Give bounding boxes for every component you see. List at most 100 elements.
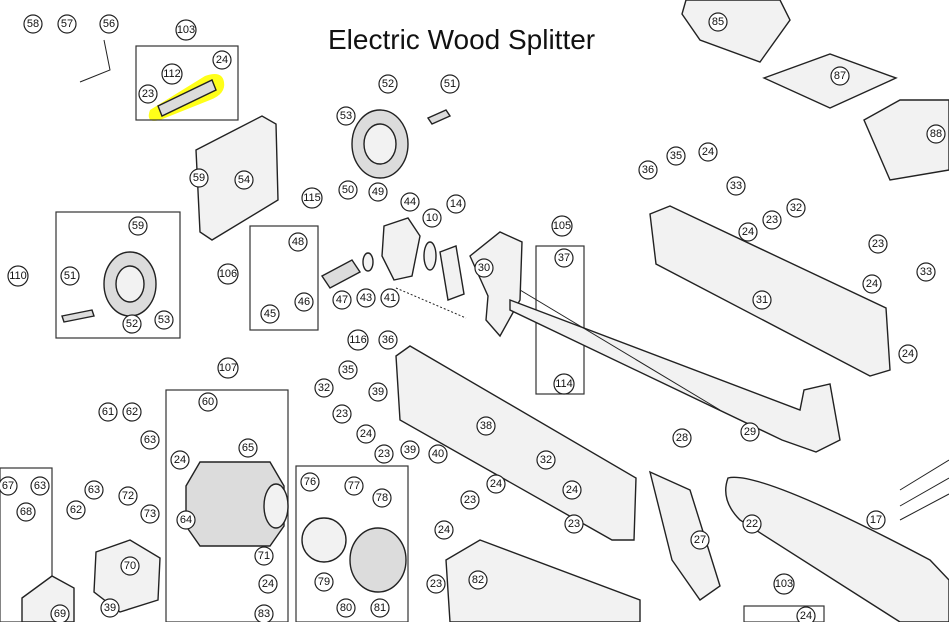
callout-23: 23 — [564, 514, 584, 534]
svg-text:39: 39 — [404, 444, 416, 456]
callout-70: 70 — [120, 556, 140, 576]
callout-32: 32 — [786, 198, 806, 218]
part-47-shape — [320, 259, 362, 289]
callout-39: 39 — [400, 440, 420, 460]
svg-text:62: 62 — [70, 504, 82, 516]
svg-text:106: 106 — [219, 268, 237, 280]
callout-38: 38 — [476, 416, 496, 436]
callout-85: 85 — [708, 12, 728, 32]
svg-text:52: 52 — [382, 78, 394, 90]
svg-text:105: 105 — [553, 220, 571, 232]
callout-110: 110 — [7, 265, 29, 287]
diagram-title: Electric Wood Splitter — [328, 24, 596, 55]
callout-47: 47 — [332, 290, 352, 310]
callout-32: 32 — [536, 450, 556, 470]
svg-text:51: 51 — [444, 78, 456, 90]
callout-46: 46 — [294, 292, 314, 312]
callout-31: 31 — [752, 290, 772, 310]
callout-61: 61 — [98, 402, 118, 422]
svg-text:78: 78 — [376, 492, 388, 504]
svg-text:23: 23 — [142, 88, 154, 100]
svg-text:23: 23 — [464, 494, 476, 506]
callout-36: 36 — [638, 160, 658, 180]
svg-text:82: 82 — [472, 574, 484, 586]
part-44-shape — [381, 217, 421, 281]
svg-text:80: 80 — [340, 602, 352, 614]
svg-text:112: 112 — [163, 68, 181, 80]
svg-text:73: 73 — [144, 508, 156, 520]
group-box-103-top — [135, 45, 239, 121]
callout-58: 58 — [23, 14, 43, 34]
svg-text:88: 88 — [930, 128, 942, 140]
callout-63: 63 — [30, 476, 50, 496]
callout-45: 45 — [260, 304, 280, 324]
svg-text:24: 24 — [360, 428, 372, 440]
callout-24: 24 — [170, 450, 190, 470]
callout-39: 39 — [100, 598, 120, 618]
svg-text:35: 35 — [670, 150, 682, 162]
svg-text:50: 50 — [342, 184, 354, 196]
svg-text:32: 32 — [540, 454, 552, 466]
callout-33: 33 — [916, 262, 936, 282]
callout-39: 39 — [368, 382, 388, 402]
svg-text:30: 30 — [478, 262, 490, 274]
callout-29: 29 — [740, 422, 760, 442]
callout-23: 23 — [460, 490, 480, 510]
callout-71: 71 — [254, 546, 274, 566]
callout-43: 43 — [356, 288, 376, 308]
callout-24: 24 — [698, 142, 718, 162]
part-31-shape — [649, 205, 891, 377]
callout-23: 23 — [138, 84, 158, 104]
svg-text:24: 24 — [902, 348, 914, 360]
callout-76: 76 — [300, 472, 320, 492]
callout-68: 68 — [16, 502, 36, 522]
svg-text:54: 54 — [238, 174, 250, 186]
callout-87: 87 — [830, 66, 850, 86]
callout-48: 48 — [288, 232, 308, 252]
svg-text:40: 40 — [432, 448, 444, 460]
callout-88: 88 — [926, 124, 946, 144]
svg-text:31: 31 — [756, 294, 768, 306]
callout-40: 40 — [428, 444, 448, 464]
callout-24: 24 — [796, 606, 816, 622]
svg-text:29: 29 — [744, 426, 756, 438]
callout-65: 65 — [238, 438, 258, 458]
svg-text:48: 48 — [292, 236, 304, 248]
svg-text:44: 44 — [404, 196, 416, 208]
svg-text:76: 76 — [304, 476, 316, 488]
svg-text:38: 38 — [480, 420, 492, 432]
part-41-shape — [395, 287, 467, 319]
svg-text:23: 23 — [568, 518, 580, 530]
part-38-shape — [395, 345, 637, 541]
svg-text:69: 69 — [54, 608, 66, 620]
callout-62: 62 — [66, 500, 86, 520]
svg-text:56: 56 — [103, 18, 115, 30]
svg-text:61: 61 — [102, 406, 114, 418]
callout-24: 24 — [738, 222, 758, 242]
svg-text:63: 63 — [144, 434, 156, 446]
callout-44: 44 — [400, 192, 420, 212]
callout-59: 59 — [189, 168, 209, 188]
svg-text:83: 83 — [258, 608, 270, 620]
callout-23: 23 — [374, 444, 394, 464]
svg-text:46: 46 — [298, 296, 310, 308]
svg-text:10: 10 — [426, 212, 438, 224]
svg-text:103: 103 — [177, 24, 195, 36]
svg-text:23: 23 — [872, 238, 884, 250]
svg-text:107: 107 — [219, 362, 237, 374]
svg-text:60: 60 — [202, 396, 214, 408]
callout-69: 69 — [50, 604, 70, 622]
callout-24: 24 — [434, 520, 454, 540]
svg-text:87: 87 — [834, 70, 846, 82]
callout-23: 23 — [426, 574, 446, 594]
svg-text:33: 33 — [730, 180, 742, 192]
svg-text:14: 14 — [450, 198, 462, 210]
svg-text:24: 24 — [702, 146, 714, 158]
callout-24: 24 — [486, 474, 506, 494]
svg-text:32: 32 — [790, 202, 802, 214]
svg-text:68: 68 — [20, 506, 32, 518]
svg-text:77: 77 — [348, 480, 360, 492]
callout-37: 37 — [554, 248, 574, 268]
callout-73: 73 — [140, 504, 160, 524]
